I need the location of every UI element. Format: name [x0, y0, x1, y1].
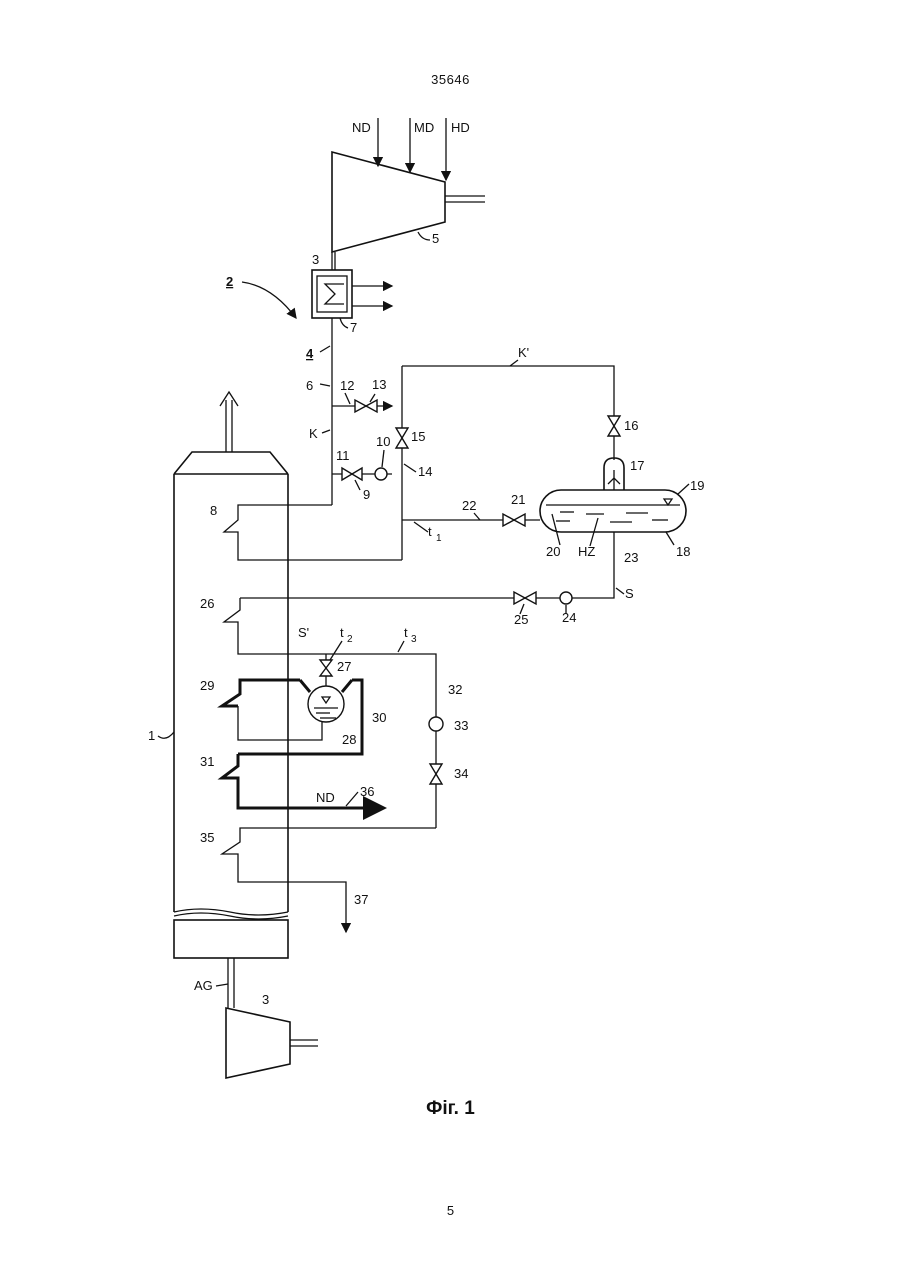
condenser — [312, 270, 392, 318]
label-hz: HZ — [578, 544, 595, 559]
label-37: 37 — [354, 892, 368, 907]
label-14: 14 — [418, 464, 432, 479]
figure-caption: Фіг. 1 — [0, 1098, 901, 1120]
label-nd-out: ND — [316, 790, 335, 805]
label-16: 16 — [624, 418, 638, 433]
label-21: 21 — [511, 492, 525, 507]
label-15: 15 — [411, 429, 425, 444]
label-17: 17 — [630, 458, 644, 473]
steam-inlets — [378, 118, 446, 180]
label-26: 26 — [200, 596, 214, 611]
label-28: 28 — [342, 732, 356, 747]
label-4: 4 — [306, 346, 314, 361]
pump-10 — [375, 468, 387, 480]
pump-33 — [429, 717, 443, 731]
label-20: 20 — [546, 544, 560, 559]
label-5: 5 — [432, 231, 439, 246]
steam-turbine — [332, 152, 485, 252]
label-ag: AG — [194, 978, 213, 993]
label-t1: t — [428, 524, 432, 539]
label-s-prime: S' — [298, 625, 309, 640]
label-30: 30 — [372, 710, 386, 725]
valve-25 — [514, 592, 536, 604]
label-t3: t — [404, 625, 408, 640]
label-8: 8 — [210, 503, 217, 518]
valve-34 — [430, 764, 442, 784]
label-36: 36 — [360, 784, 374, 799]
pipe-23 — [572, 532, 614, 598]
label-6: 6 — [306, 378, 313, 393]
pointer-2 — [242, 282, 296, 318]
label-k: K — [309, 426, 318, 441]
valve-9 — [342, 468, 362, 480]
label-35: 35 — [200, 830, 214, 845]
label-7: 7 — [350, 320, 357, 335]
label-27: 27 — [337, 659, 351, 674]
page-number: 5 — [0, 1203, 901, 1218]
label-nd-in: ND — [352, 120, 371, 135]
label-3b: 3 — [262, 992, 269, 1007]
label-md-in: MD — [414, 120, 434, 135]
valve-15 — [396, 428, 408, 448]
label-19: 19 — [690, 478, 704, 493]
label-10: 10 — [376, 434, 390, 449]
economizer-coil-35 — [222, 828, 436, 932]
label-1: 1 — [148, 728, 155, 743]
superheater-coil-31 — [222, 754, 384, 808]
heat-recovery-boiler — [174, 452, 288, 1008]
label-24: 24 — [562, 610, 576, 625]
valve-27 — [320, 660, 332, 676]
label-2: 2 — [226, 274, 233, 289]
label-k-prime: K' — [518, 345, 529, 360]
label-3: 3 — [312, 252, 319, 267]
label-18: 18 — [676, 544, 690, 559]
label-hd-in: HD — [451, 120, 470, 135]
stack-exhaust — [220, 392, 238, 452]
label-25: 25 — [514, 612, 528, 627]
label-34: 34 — [454, 766, 468, 781]
label-12: 12 — [340, 378, 354, 393]
label-23: 23 — [624, 550, 638, 565]
valve-13 — [355, 400, 377, 412]
gas-turbine — [226, 1008, 318, 1078]
valve-16 — [608, 416, 620, 436]
pump-24 — [560, 592, 572, 604]
label-11: 11 — [336, 448, 350, 463]
label-33: 33 — [454, 718, 468, 733]
separator-drum — [540, 458, 686, 532]
label-32: 32 — [448, 682, 462, 697]
label-22: 22 — [462, 498, 476, 513]
label-t1-sub: 1 — [436, 533, 442, 544]
valve-21 — [503, 514, 525, 526]
label-13: 13 — [372, 377, 386, 392]
label-t2: t — [340, 625, 344, 640]
label-31: 31 — [200, 754, 214, 769]
heater-coil-8 — [224, 505, 402, 560]
label-s: S — [625, 586, 634, 601]
label-9: 9 — [363, 487, 370, 502]
leader-5 — [418, 232, 430, 240]
label-t2-sub: 2 — [347, 634, 353, 645]
label-29: 29 — [200, 678, 214, 693]
pipe-k-prime — [402, 366, 614, 460]
label-t3-sub: 3 — [411, 634, 417, 645]
